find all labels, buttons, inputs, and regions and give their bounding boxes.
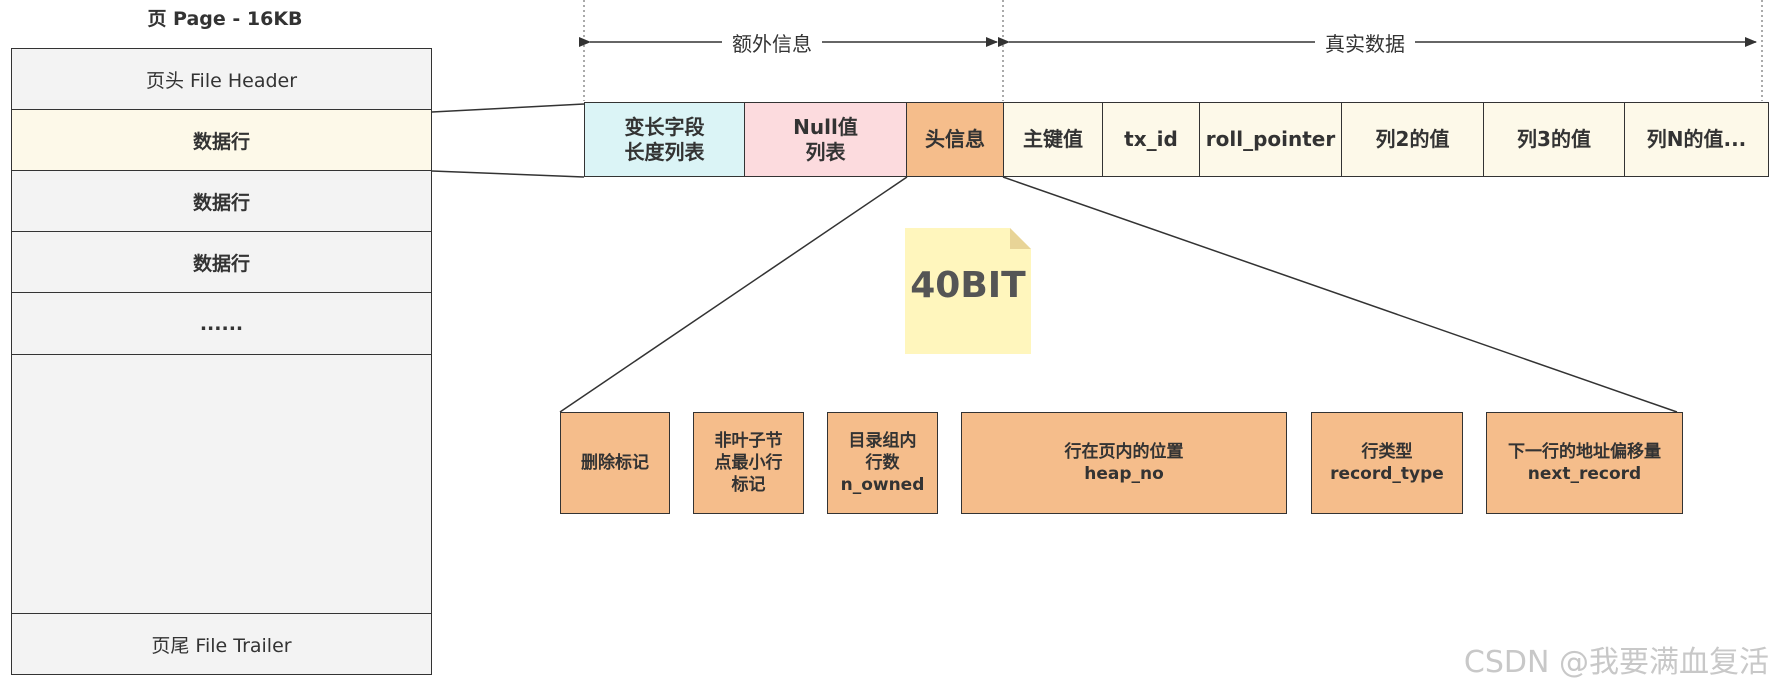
col2-cell: 列2的值 <box>1341 102 1484 177</box>
record-type-field: 行类型 record_type <box>1311 412 1463 514</box>
real-data-label: 真实数据 <box>1315 28 1415 57</box>
header-expand-line-right <box>1002 176 1678 413</box>
null-list-cell: Null值 列表 <box>744 102 907 177</box>
variable-length-list-cell: 变长字段 长度列表 <box>584 102 745 177</box>
colN-cell: 列N的值... <box>1624 102 1769 177</box>
data-row-highlighted: 数据行 <box>11 109 432 171</box>
next-record-field: 下一行的地址偏移量 next_record <box>1486 412 1683 514</box>
min-rec-mark-field: 非叶子节 点最小行 标记 <box>693 412 804 514</box>
delete-mark-field: 删除标记 <box>560 412 670 514</box>
note-fold <box>1010 228 1031 249</box>
expand-line-top <box>431 103 585 113</box>
data-row: 数据行 <box>11 170 432 232</box>
expand-line-bottom <box>431 170 585 178</box>
note-shape <box>905 228 1031 354</box>
file-header: 页头 File Header <box>11 48 432 110</box>
primary-key-cell: 主键值 <box>1003 102 1103 177</box>
free-space <box>11 354 432 615</box>
heap-no-field: 行在页内的位置 heap_no <box>961 412 1287 514</box>
roll-pointer-cell: roll_pointer <box>1199 102 1342 177</box>
header-info-cell: 头信息 <box>906 102 1004 177</box>
extra-info-label: 额外信息 <box>722 28 822 57</box>
page-title: 页 Page - 16KB <box>147 8 303 30</box>
data-row-ellipsis: ...... <box>11 292 432 355</box>
tx-id-cell: tx_id <box>1102 102 1200 177</box>
col3-cell: 列3的值 <box>1483 102 1625 177</box>
file-trailer: 页尾 File Trailer <box>11 613 432 675</box>
watermark: CSDN @我要满血复活 <box>1463 645 1769 680</box>
n-owned-field: 目录组内 行数 n_owned <box>827 412 938 514</box>
bit-size-note: 40BIT <box>910 265 1026 306</box>
data-row: 数据行 <box>11 231 432 293</box>
header-expand-line-left <box>559 176 908 413</box>
